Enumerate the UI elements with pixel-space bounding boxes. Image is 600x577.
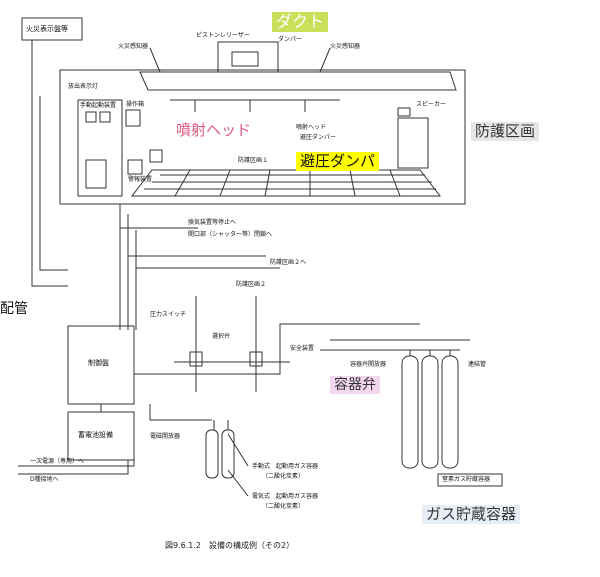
door	[397, 117, 429, 169]
to-ventilation-label: 換気装置等停止へ	[188, 219, 237, 226]
zone-2-label: 防護区画２	[236, 281, 267, 288]
solenoid-label: 電磁開放器	[150, 433, 181, 440]
piston-releaser-label: ピストンレリーザー	[196, 32, 250, 39]
operation-box	[125, 109, 141, 127]
protected-zone-highlight: 防護区画	[471, 122, 540, 141]
alarm-label: 警報装置	[128, 176, 153, 183]
floor-outline	[130, 169, 442, 197]
nozzle-highlight: 噴射ヘッド	[172, 121, 256, 140]
manual-gas-label-2: （二酸化炭素）	[262, 473, 305, 480]
piping-highlight: 配管	[0, 301, 28, 317]
battery-label: 蓄電池設備	[78, 431, 113, 439]
nozzle-small-label: 噴射ヘッド	[296, 124, 327, 131]
duct-riser	[217, 41, 279, 73]
to-opening-label: 開口部（シャッター等）閉鎖へ	[188, 231, 273, 238]
connecting-pipe-label: 連結管	[468, 361, 487, 368]
duct-highlight: ダクト	[272, 12, 329, 32]
zone-1-label: 防護区画１	[238, 157, 269, 164]
figure-caption: 図9.6.1.2 設備の構成例（その2）	[165, 541, 295, 550]
pressure-switch-label: 圧力スイッチ	[150, 311, 187, 318]
indicator-lamp-label: 放出表示灯	[68, 83, 99, 90]
storage-cylinder-3	[441, 355, 459, 469]
speaker-label: スピーカー	[416, 101, 447, 108]
storage-label: 窒素ガス貯蔵容器	[442, 476, 491, 483]
power-line-1-label: 一次電源（専用）へ	[30, 458, 85, 465]
protected-room	[59, 69, 466, 205]
container-valve-highlight: 容器弁	[330, 376, 380, 394]
fire-detector-right-label: 火災感知器	[330, 43, 361, 50]
ceiling-duct	[139, 71, 457, 91]
gas-cylinder-highlight: ガス貯蔵容器	[422, 505, 521, 524]
fire-panel-box	[21, 17, 83, 41]
piston-releaser-box	[231, 51, 259, 67]
electric-gas-label-2: （二酸化炭素）	[262, 503, 305, 510]
damper-small2-label: 避圧ダンパー	[300, 134, 337, 141]
manual-box-panel	[77, 99, 123, 197]
storage-cylinder-2	[421, 355, 439, 469]
speaker-box	[397, 107, 411, 117]
manual-box-label: 手動起動装置	[80, 102, 117, 109]
safety-device-label: 安全装置	[290, 345, 315, 352]
power-line-2-label: D種接地へ	[30, 476, 59, 483]
valve-opener-label: 容器弁開放器	[350, 361, 387, 368]
storage-cylinder-1	[401, 355, 419, 469]
fire-panel-label: 火災表示盤等	[26, 25, 68, 33]
selector-valve-label: 選択弁	[212, 333, 231, 340]
control-panel-label: 制御盤	[88, 359, 109, 367]
damper-highlight: 避圧ダンパ	[296, 152, 380, 171]
manual-gas-label-1: 手動式 起動用ガス容器	[252, 463, 319, 470]
damper-small-label: ダンパー	[278, 36, 303, 43]
starter-cylinder-1	[205, 429, 219, 479]
electric-gas-label-1: 電気式 起動用ガス容器	[252, 493, 319, 500]
fire-detector-left-label: 火災感知器	[118, 43, 149, 50]
operation-box-label: 操作箱	[126, 101, 145, 108]
main-pipe	[150, 323, 420, 375]
to-zone-2-label: 防護区画２へ	[270, 259, 307, 266]
